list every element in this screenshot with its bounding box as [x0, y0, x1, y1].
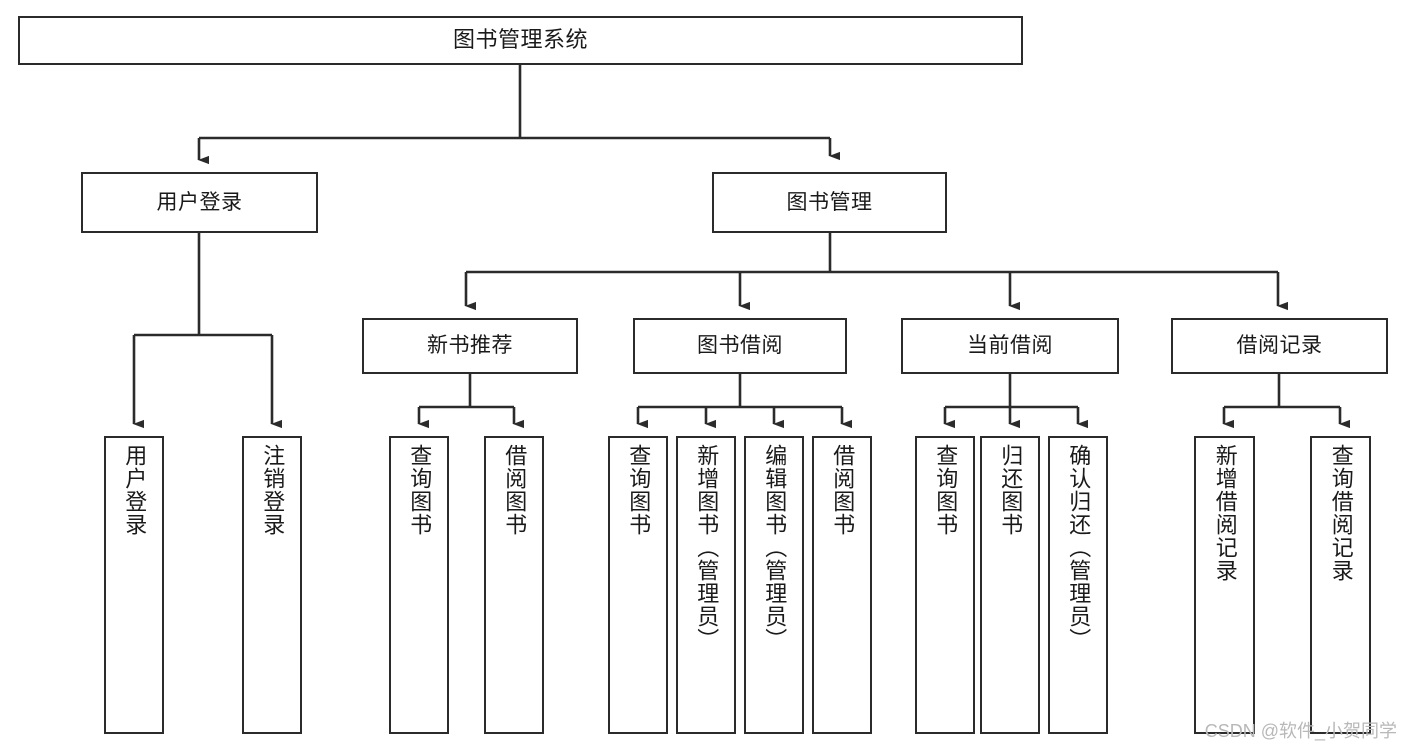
node-label: 图书管理系统	[452, 27, 588, 53]
node-label: 图书管理	[786, 190, 873, 214]
node-label: 确认归还（管理员）	[1066, 444, 1092, 651]
node-current-borrow[interactable]: 当前借阅	[901, 318, 1119, 374]
node-label: 注销登录	[260, 444, 286, 536]
node-leaf-user-login[interactable]: 用户登录	[104, 436, 164, 734]
node-label: 当前借阅	[967, 334, 1053, 358]
node-leaf-logout[interactable]: 注销登录	[242, 436, 302, 734]
node-label: 编辑图书（管理员）	[762, 444, 788, 651]
node-label: 新增图书（管理员）	[694, 444, 720, 651]
node-leaf-query-book-1[interactable]: 查询图书	[389, 436, 449, 734]
node-label: 图书借阅	[697, 334, 783, 358]
node-label: 新增借阅记录	[1212, 444, 1238, 582]
node-label: 借阅图书	[830, 444, 856, 536]
node-label: 归还图书	[998, 444, 1024, 536]
node-book-manage[interactable]: 图书管理	[712, 172, 947, 233]
node-label: 用户登录	[156, 190, 243, 214]
node-leaf-add-record[interactable]: 新增借阅记录	[1194, 436, 1255, 734]
node-label: 查询图书	[407, 444, 433, 536]
node-new-book-rec[interactable]: 新书推荐	[362, 318, 578, 374]
node-book-borrow[interactable]: 图书借阅	[633, 318, 847, 374]
node-leaf-query-book-3[interactable]: 查询图书	[915, 436, 975, 734]
node-label: 查询借阅记录	[1328, 444, 1354, 582]
node-leaf-query-book-2[interactable]: 查询图书	[608, 436, 668, 734]
node-label: 新书推荐	[427, 334, 513, 358]
node-leaf-borrow-book-1[interactable]: 借阅图书	[484, 436, 544, 734]
node-label: 用户登录	[122, 444, 148, 536]
csdn-watermark: CSDN @软件_小贺同学	[1204, 721, 1397, 741]
node-user-login[interactable]: 用户登录	[81, 172, 318, 233]
node-label: 查询图书	[933, 444, 959, 536]
node-leaf-confirm-return[interactable]: 确认归还（管理员）	[1048, 436, 1108, 734]
node-label: 借阅图书	[502, 444, 528, 536]
node-label: 借阅记录	[1236, 334, 1323, 358]
node-leaf-borrow-book-2[interactable]: 借阅图书	[812, 436, 872, 734]
node-root-system[interactable]: 图书管理系统	[18, 16, 1023, 65]
node-leaf-return-book[interactable]: 归还图书	[980, 436, 1040, 734]
node-leaf-edit-book[interactable]: 编辑图书（管理员）	[744, 436, 804, 734]
node-borrow-record[interactable]: 借阅记录	[1171, 318, 1388, 374]
node-label: 查询图书	[626, 444, 652, 536]
node-leaf-query-record[interactable]: 查询借阅记录	[1310, 436, 1371, 734]
node-leaf-add-book[interactable]: 新增图书（管理员）	[676, 436, 736, 734]
